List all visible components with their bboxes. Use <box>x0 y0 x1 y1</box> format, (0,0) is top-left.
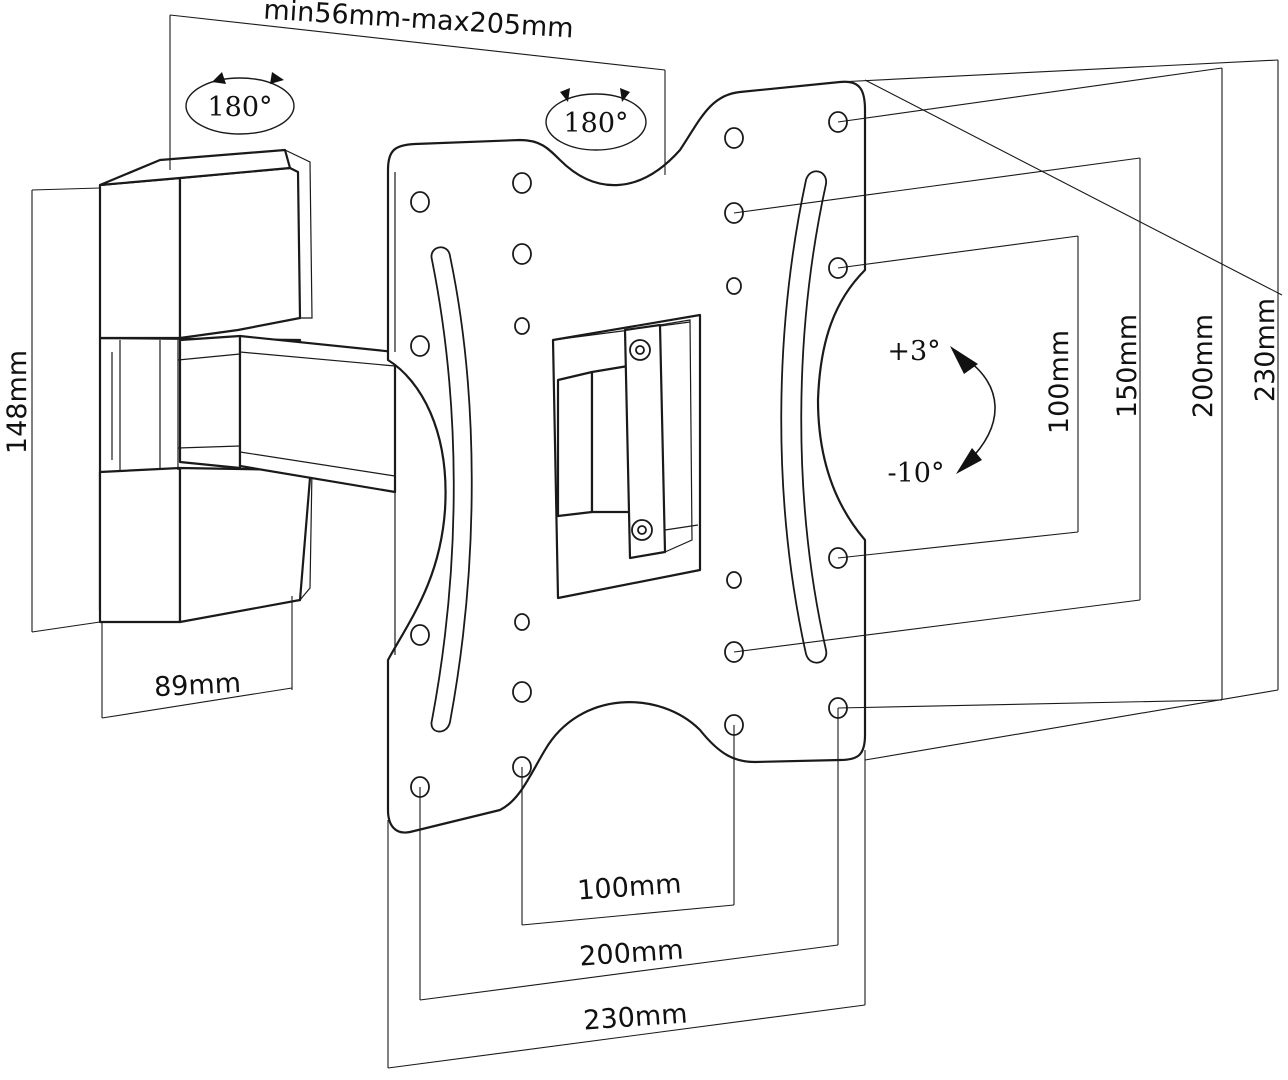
vesa-v-230-label: 230mm <box>1250 298 1281 402</box>
tilt-up-label: +3° <box>887 336 940 367</box>
center-mount <box>551 313 702 600</box>
dimension-lines <box>31 14 1283 1069</box>
wall-plate-height-label: 148mm <box>2 350 33 454</box>
vesa-v-150-label: 150mm <box>1112 314 1143 418</box>
swivel-left-badge: 180° <box>185 72 295 135</box>
vesa-v-200-label: 200mm <box>1188 314 1219 418</box>
swivel-right-label: 180° <box>563 108 628 139</box>
vesa-h-200-label: 200mm <box>578 934 684 972</box>
swivel-right-badge: 180° <box>545 88 647 151</box>
dimension-labels: min56mm-max205mm 148mm 89mm +3° -10° 100… <box>2 0 1281 1037</box>
right-slot <box>780 170 828 664</box>
vesa-h-100-label: 100mm <box>576 868 682 906</box>
vesa-h-230-label: 230mm <box>582 998 688 1036</box>
swing-arm <box>238 334 397 494</box>
tilt-arrow <box>950 346 996 474</box>
vesa-plate <box>386 80 867 834</box>
vesa-v-100-label: 100mm <box>1044 330 1075 434</box>
tilt-down-label: -10° <box>888 458 945 489</box>
arm-extension-label: min56mm-max205mm <box>263 0 575 44</box>
swivel-left-label: 180° <box>207 92 272 123</box>
mounting-holes <box>410 111 848 798</box>
left-slot <box>430 246 473 733</box>
wall-plate-width-label: 89mm <box>153 668 241 704</box>
